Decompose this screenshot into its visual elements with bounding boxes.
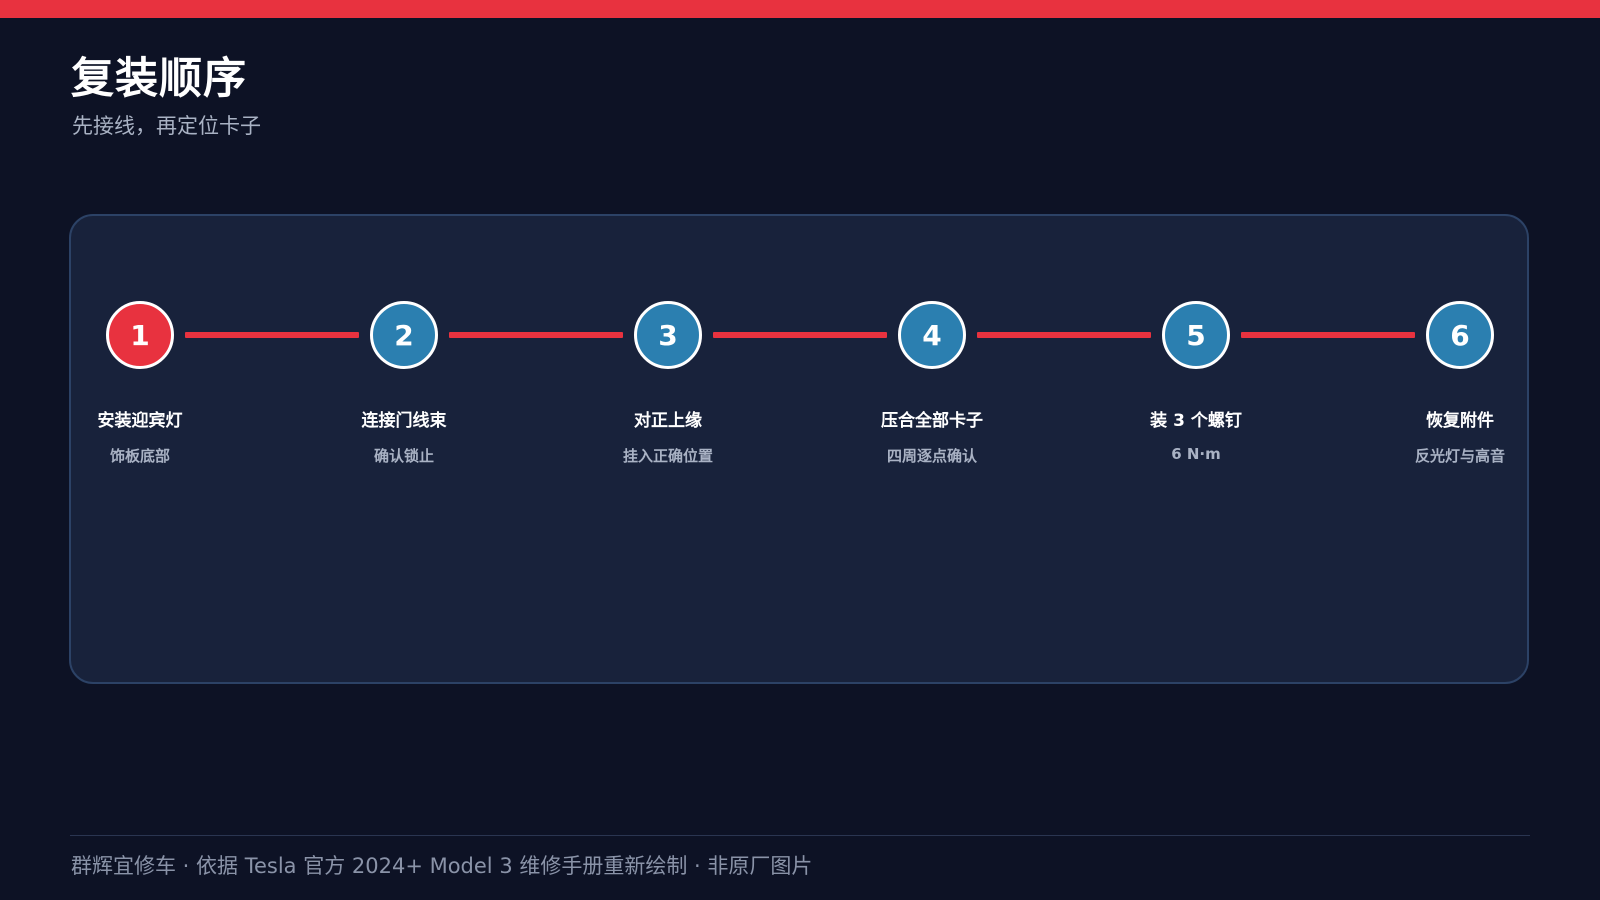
step-2-desc: 确认锁止 bbox=[373, 447, 434, 465]
step-1-title: 安装迎宾灯 bbox=[97, 411, 183, 431]
step-6-desc: 反光灯与高音 bbox=[1414, 447, 1505, 465]
page-title: 复装顺序 bbox=[71, 54, 247, 104]
step-6-circle: 6 bbox=[1426, 301, 1494, 369]
step-3-title: 对正上缘 bbox=[634, 411, 702, 431]
step-connector bbox=[185, 332, 359, 338]
step-2-title: 连接门线束 bbox=[361, 411, 447, 431]
top-accent-bar bbox=[0, 0, 1600, 18]
step-connector bbox=[713, 332, 887, 338]
footer-credits: 群辉宜修车 · 依据 Tesla 官方 2024+ Model 3 维修手册重新… bbox=[71, 854, 813, 878]
step-5-desc: 6 N·m bbox=[1171, 445, 1221, 463]
step-5-circle: 5 bbox=[1162, 301, 1230, 369]
step-3-desc: 挂入正确位置 bbox=[622, 447, 713, 465]
step-connector bbox=[1241, 332, 1415, 338]
step-4-desc: 四周逐点确认 bbox=[886, 447, 977, 465]
steps-panel bbox=[69, 214, 1529, 684]
step-connector bbox=[977, 332, 1151, 338]
step-2-circle: 2 bbox=[370, 301, 438, 369]
step-connector bbox=[449, 332, 623, 338]
step-1-circle: 1 bbox=[106, 301, 174, 369]
footer-divider bbox=[70, 835, 1530, 836]
step-3-circle: 3 bbox=[634, 301, 702, 369]
step-6-title: 恢复附件 bbox=[1426, 411, 1494, 431]
step-4-title: 压合全部卡子 bbox=[881, 411, 983, 431]
page-subtitle: 先接线，再定位卡子 bbox=[72, 114, 261, 138]
step-1-desc: 饰板底部 bbox=[109, 447, 170, 465]
step-5-title: 装 3 个螺钉 bbox=[1150, 411, 1242, 431]
step-4-circle: 4 bbox=[898, 301, 966, 369]
